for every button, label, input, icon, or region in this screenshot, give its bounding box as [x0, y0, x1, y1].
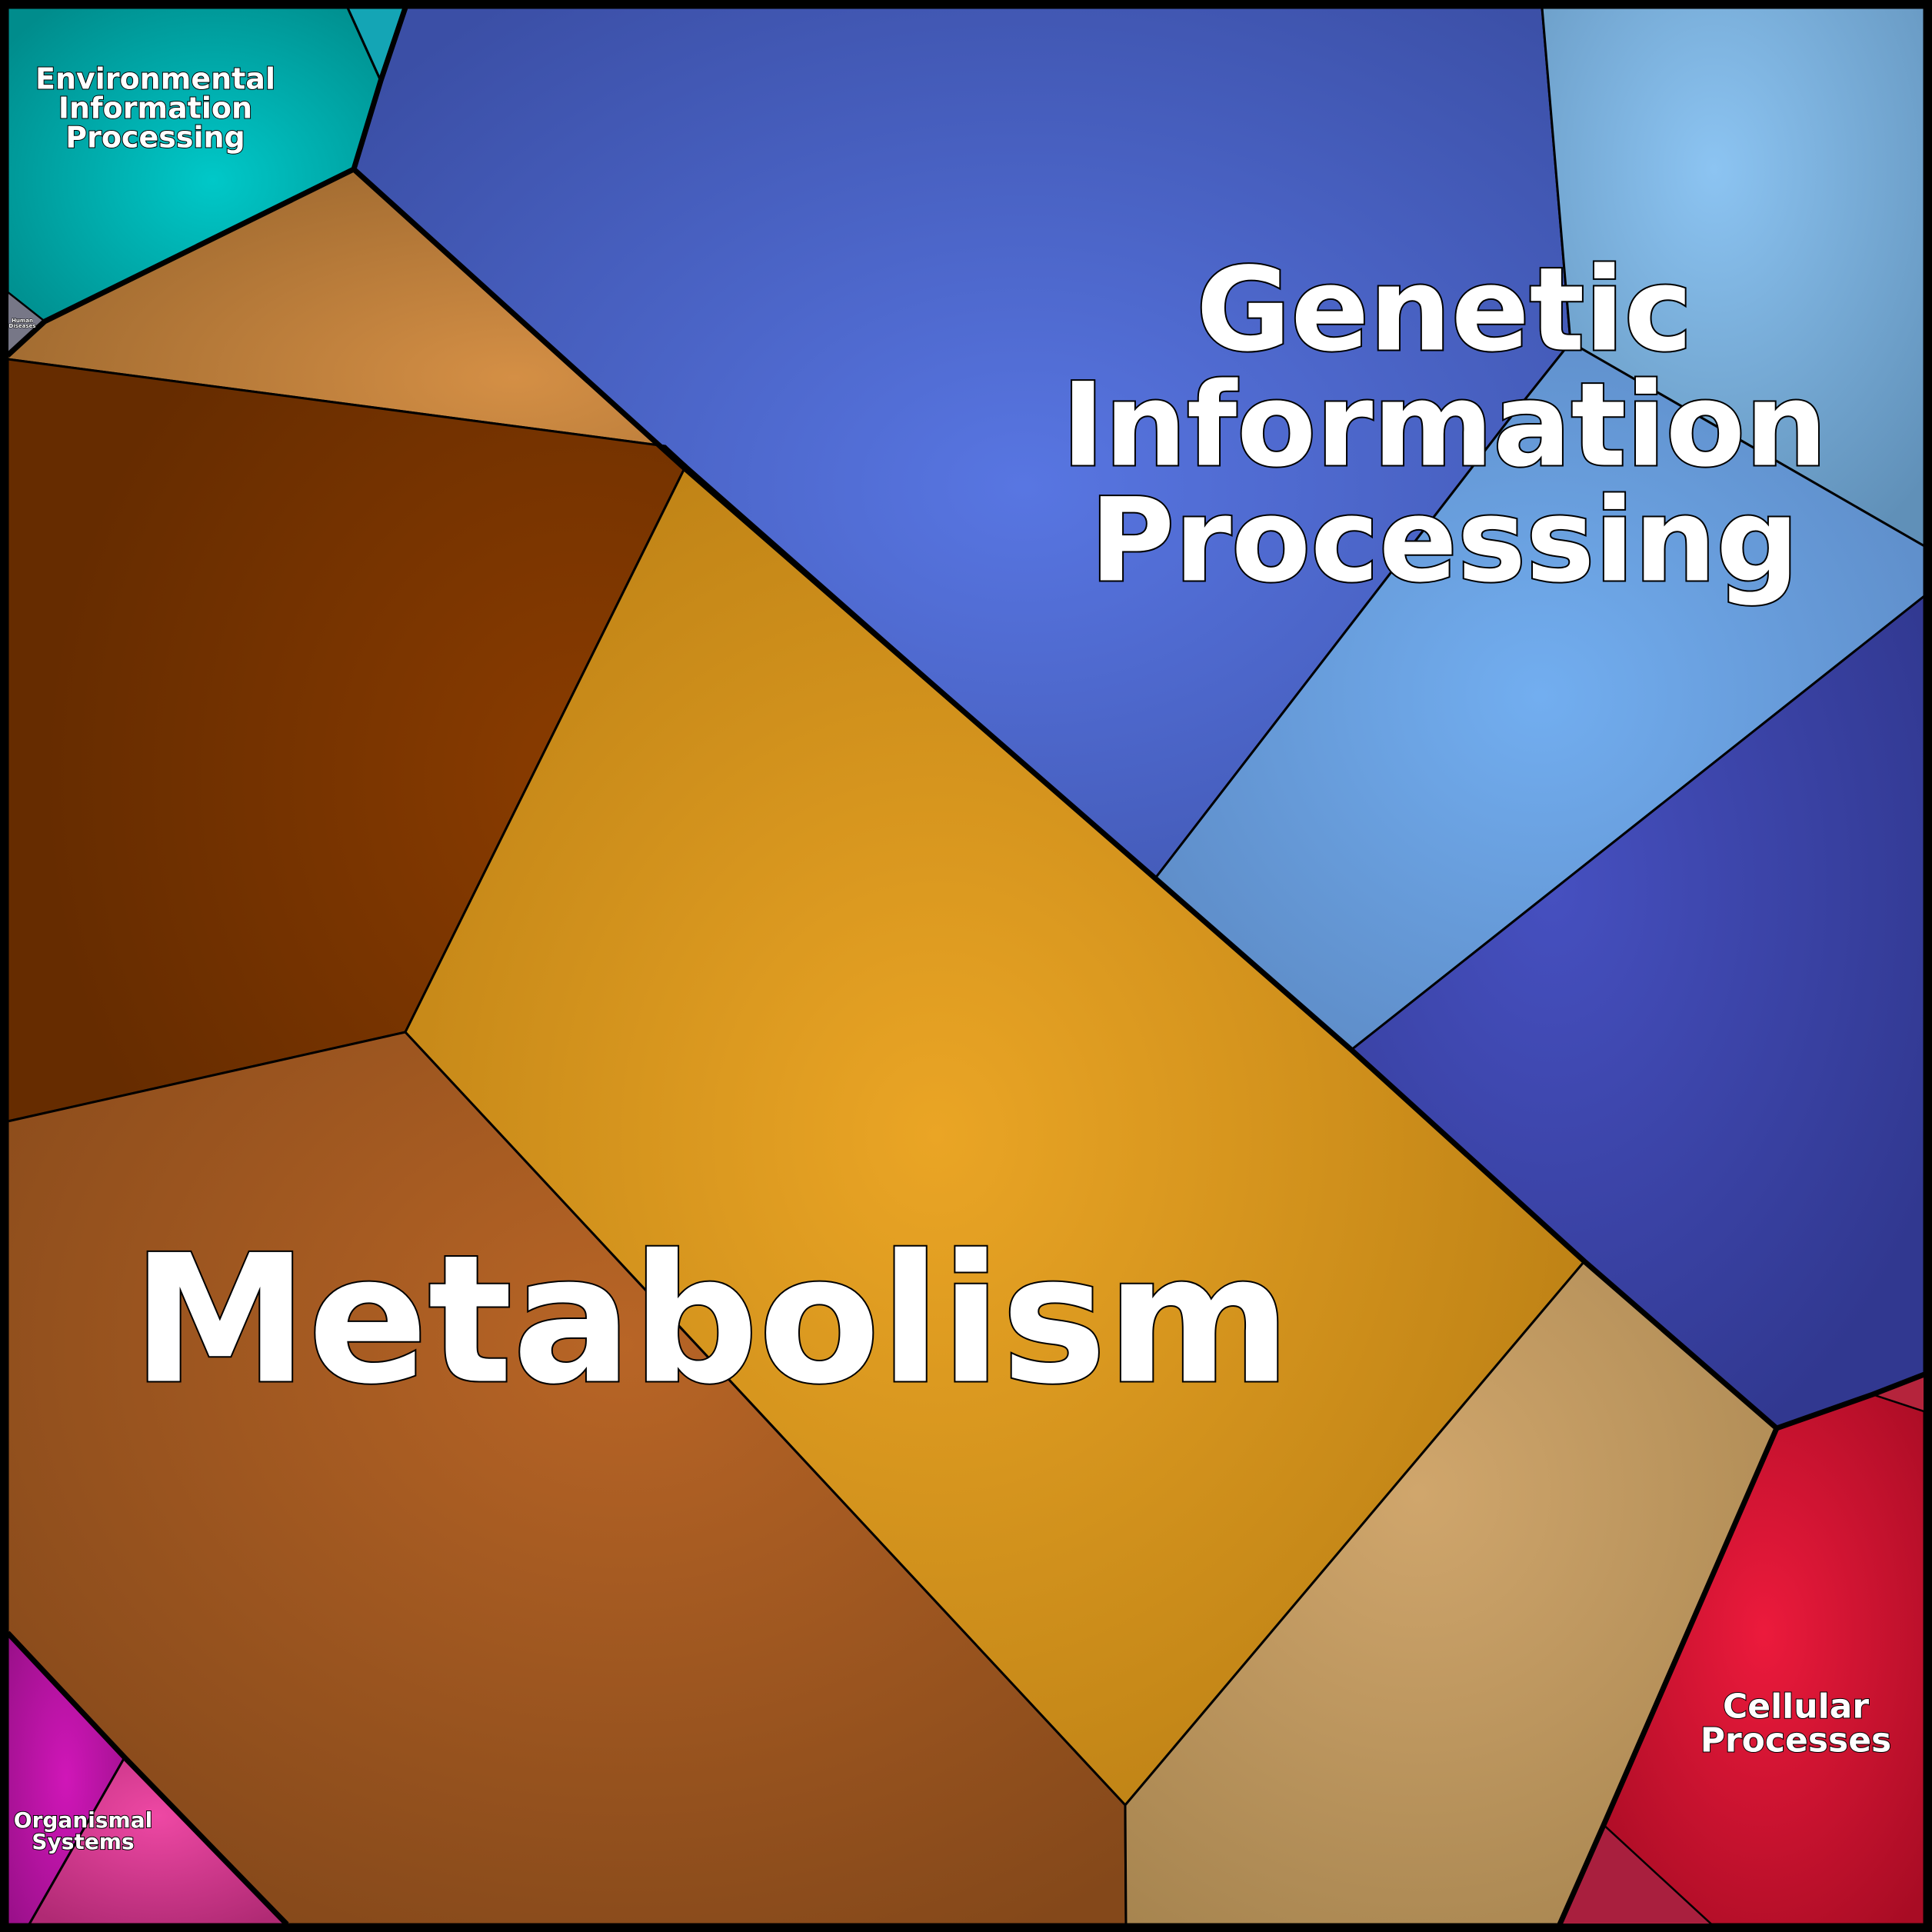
label-line: Processing [1090, 475, 1799, 608]
label-line: Systems [32, 1829, 134, 1854]
label-line: Processing [65, 120, 245, 154]
label-line: Environmental [35, 62, 275, 95]
label-line: Information [1061, 359, 1827, 493]
label-line: Processes [1700, 1720, 1892, 1760]
label-line: Organismal [14, 1807, 152, 1833]
label-line: Genetic [1196, 244, 1692, 378]
label-line: Human [12, 318, 33, 324]
label-line: Metabolism [132, 1218, 1291, 1424]
label-line: Diseases [9, 323, 36, 329]
label-line: Cellular [1723, 1687, 1869, 1726]
label-metabolism: Metabolism [132, 1218, 1291, 1424]
category-borders [5, 6, 1926, 1927]
label-line: Information [58, 91, 252, 125]
